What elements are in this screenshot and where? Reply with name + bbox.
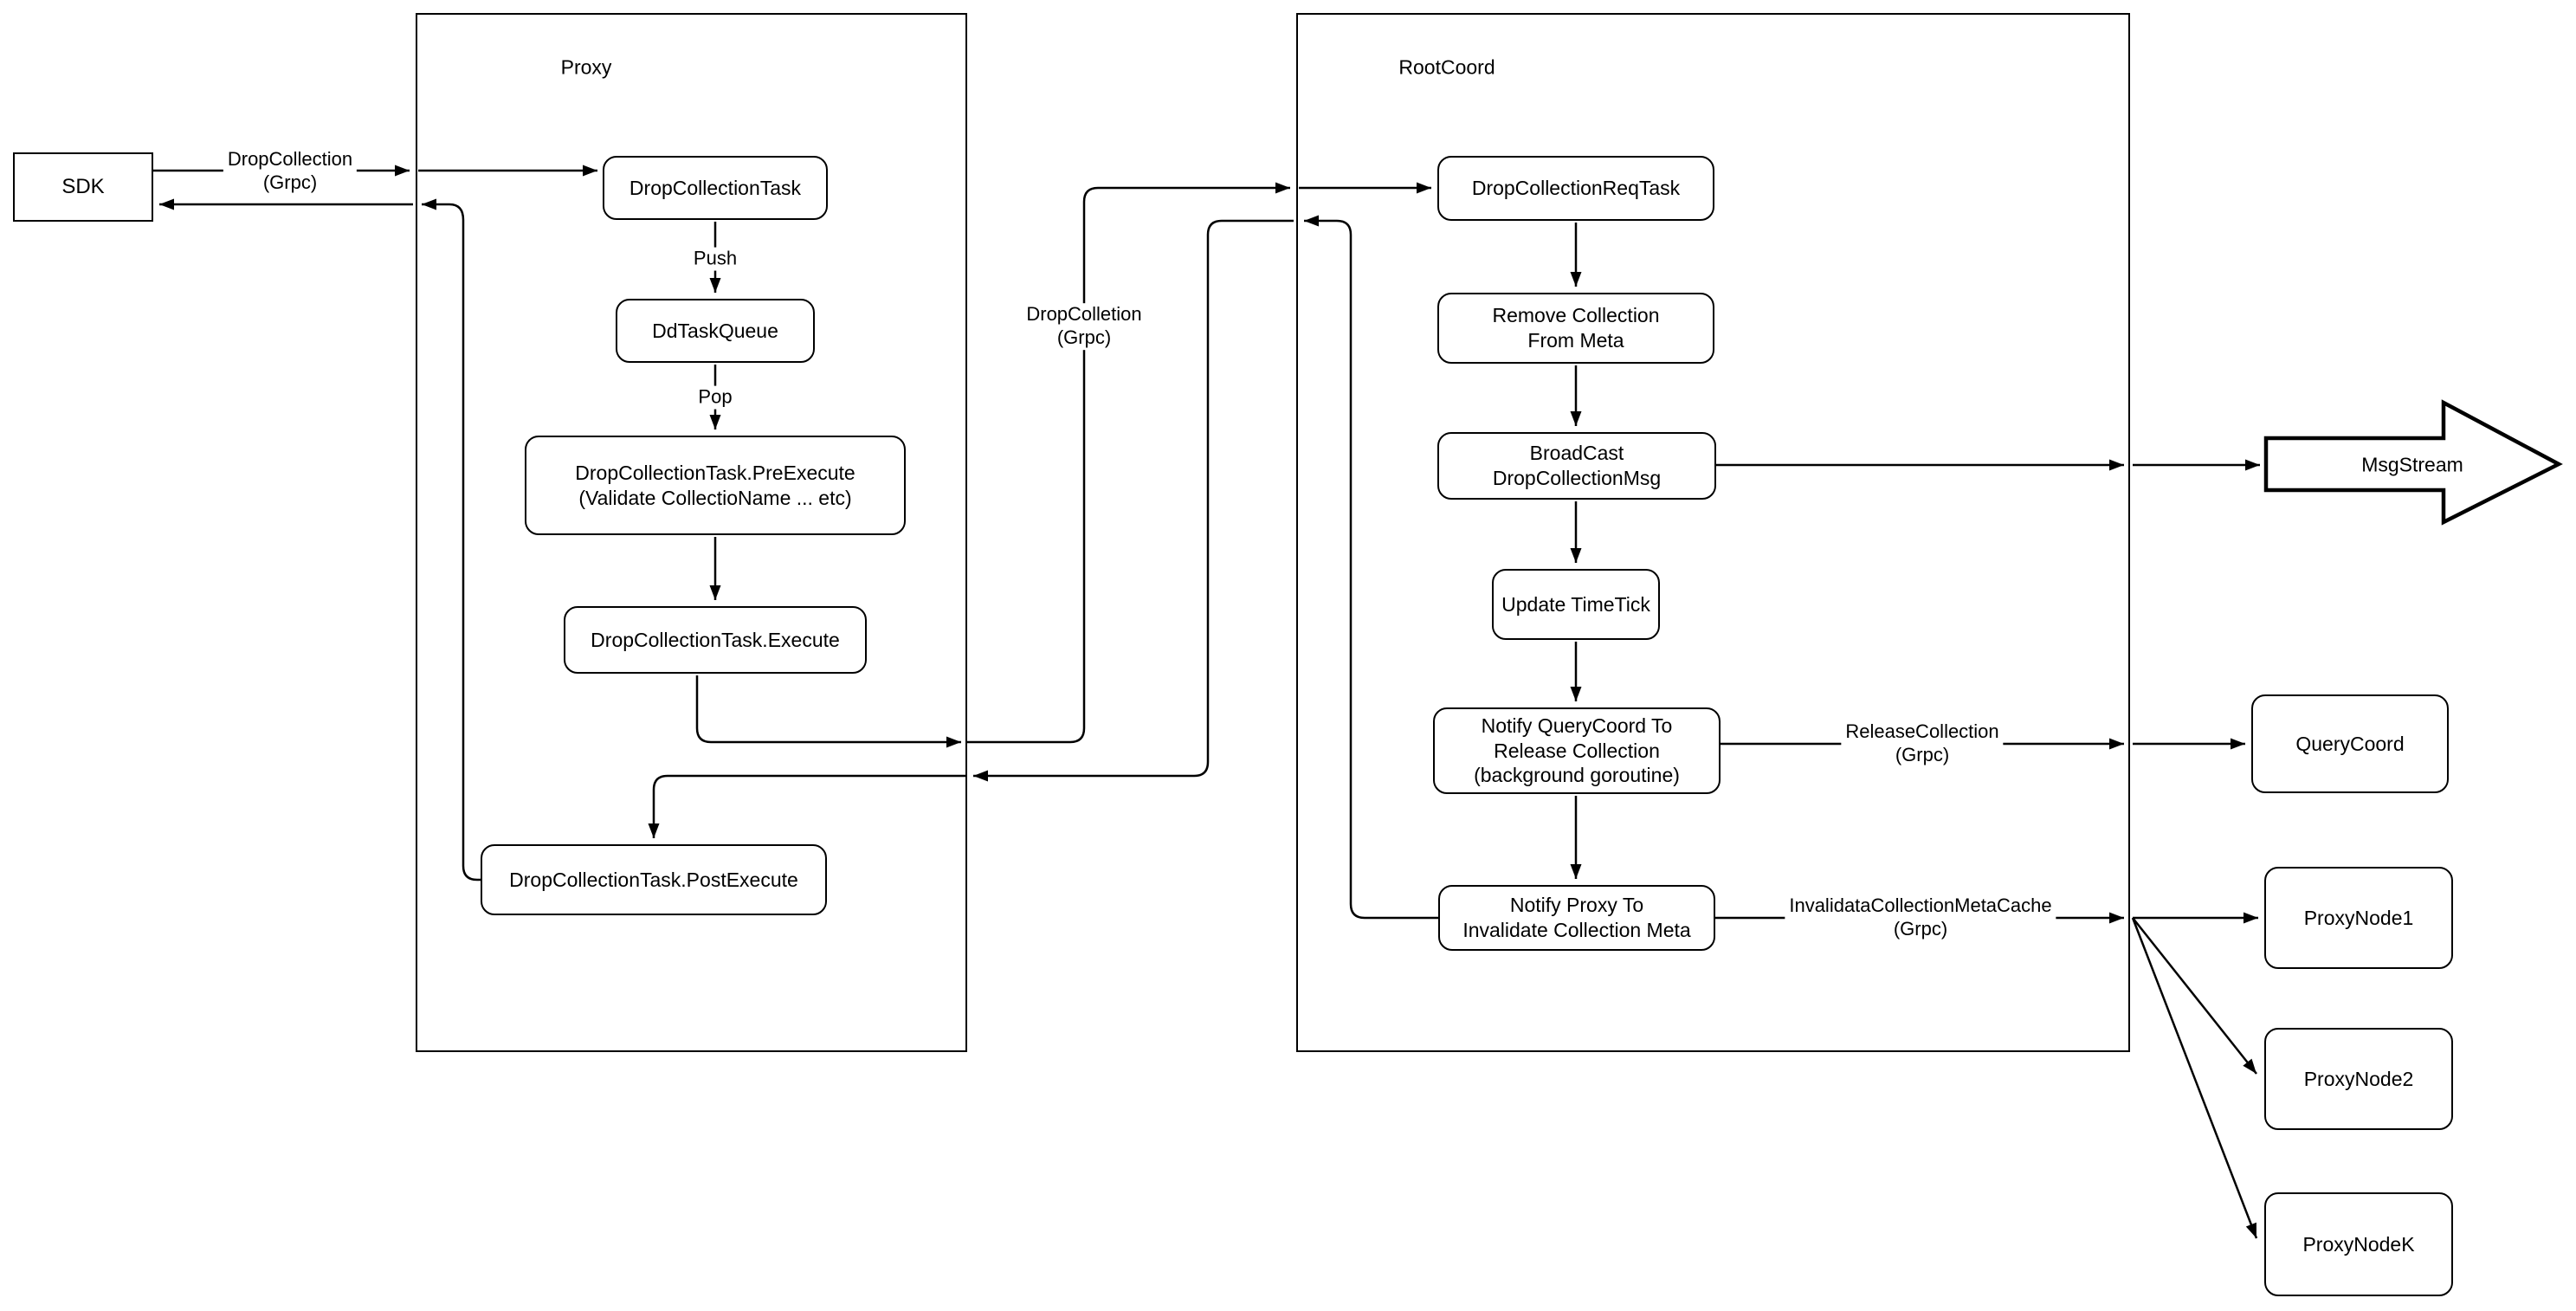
edge-postexecute-to-proxy-border bbox=[422, 198, 481, 882]
edge-label-pop: Pop bbox=[694, 385, 737, 410]
node-notify-query-coord: Notify QueryCoord To Release Collection … bbox=[1433, 707, 1721, 794]
node-dd-task-queue: DdTaskQueue bbox=[616, 299, 815, 363]
node-query-coord: QueryCoord bbox=[2251, 694, 2449, 793]
edge-label-dropcolletion-grpc: DropColletion (Grpc) bbox=[1022, 303, 1146, 350]
node-post-execute: DropCollectionTask.PostExecute bbox=[481, 844, 827, 915]
node-proxy-node-2: ProxyNode2 bbox=[2264, 1028, 2453, 1130]
edge-proxy-to-rootcoord bbox=[967, 182, 1290, 744]
rootcoord-container-title: RootCoord bbox=[1398, 55, 1495, 79]
edge-execute-to-proxy-border bbox=[695, 675, 961, 748]
edge-label-invalidatacollectionmetacache-grpc: InvalidataCollectionMetaCache (Grpc) bbox=[1785, 894, 2056, 941]
node-notify-proxy: Notify Proxy To Invalidate Collection Me… bbox=[1438, 885, 1715, 951]
rootcoord-container bbox=[1296, 13, 2130, 1052]
node-pre-execute: DropCollectionTask.PreExecute (Validate … bbox=[525, 436, 906, 535]
edge-border-to-proxynode2 bbox=[2132, 917, 2257, 1075]
proxy-container bbox=[416, 13, 967, 1052]
edge-notifyproxy-response-out bbox=[1304, 215, 1438, 920]
node-proxy-node-k: ProxyNodeK bbox=[2264, 1192, 2453, 1296]
node-sdk: SDK bbox=[13, 152, 153, 222]
node-remove-collection-from-meta: Remove Collection From Meta bbox=[1437, 293, 1714, 364]
node-broadcast-drop-collection-msg: BroadCast DropCollectionMsg bbox=[1437, 432, 1716, 500]
node-execute: DropCollectionTask.Execute bbox=[564, 606, 867, 674]
node-drop-collection-task: DropCollectionTask bbox=[603, 156, 828, 220]
edge-label-dropcollection-grpc: DropCollection (Grpc) bbox=[223, 148, 358, 195]
edge-border-to-proxynodek bbox=[2131, 917, 2258, 1239]
edge-label-push: Push bbox=[688, 247, 742, 271]
edge-response-to-proxy-border bbox=[973, 219, 1294, 782]
node-update-time-tick: Update TimeTick bbox=[1492, 569, 1660, 640]
proxy-container-title: Proxy bbox=[560, 55, 612, 79]
edge-response-to-postexecute bbox=[648, 774, 967, 838]
node-proxy-node-1: ProxyNode1 bbox=[2264, 867, 2453, 969]
msgstream-block-arrow bbox=[2263, 399, 2563, 526]
msgstream-label: MsgStream bbox=[2361, 453, 2463, 476]
node-drop-collection-req-task: DropCollectionReqTask bbox=[1437, 156, 1714, 221]
edge-label-releasecollection-grpc: ReleaseCollection (Grpc) bbox=[1841, 720, 2004, 767]
